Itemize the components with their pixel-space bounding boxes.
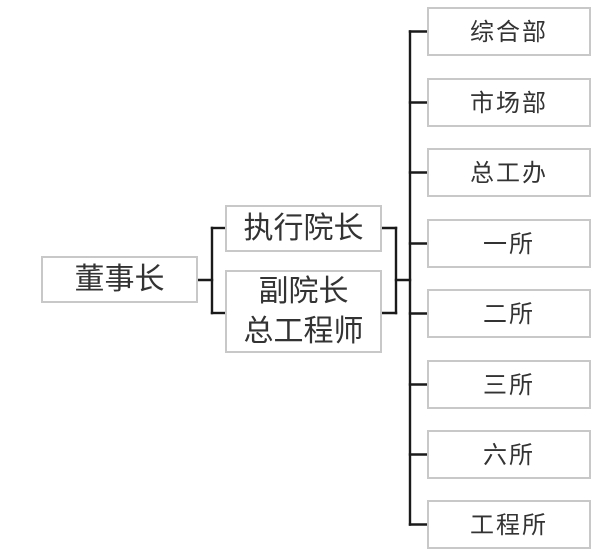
org-box-chairman-label: 董事长: [74, 261, 165, 297]
org-box-institute-1: 一所: [427, 219, 591, 268]
org-box-executive-dean: 执行院长: [225, 205, 382, 252]
org-box-general-dept-label: 综合部: [470, 17, 548, 46]
org-box-institute-2: 二所: [427, 289, 591, 338]
org-box-market-dept: 市场部: [427, 78, 591, 127]
org-box-chief-engineer-office: 总工办: [427, 148, 591, 197]
org-box-chief-engineer-label: 总工程师: [243, 313, 364, 349]
org-box-institute-3: 三所: [427, 360, 591, 409]
org-box-engineering-institute-label: 工程所: [470, 510, 548, 539]
org-box-executive-dean-label: 执行院长: [243, 210, 364, 246]
org-box-institute-1-label: 一所: [483, 229, 535, 258]
org-box-engineering-institute: 工程所: [427, 500, 591, 549]
org-box-vice-dean-chief-engineer: 副院长 总工程师: [225, 270, 382, 353]
org-box-chairman: 董事长: [41, 256, 198, 303]
org-box-vice-dean-label: 副院长: [258, 273, 349, 309]
org-box-institute-6: 六所: [427, 430, 591, 479]
org-box-institute-2-label: 二所: [483, 299, 535, 328]
org-box-market-dept-label: 市场部: [470, 88, 548, 117]
org-box-general-dept: 综合部: [427, 7, 591, 56]
org-box-chief-engineer-office-label: 总工办: [470, 158, 548, 187]
org-box-institute-6-label: 六所: [483, 440, 535, 469]
org-box-institute-3-label: 三所: [483, 370, 535, 399]
